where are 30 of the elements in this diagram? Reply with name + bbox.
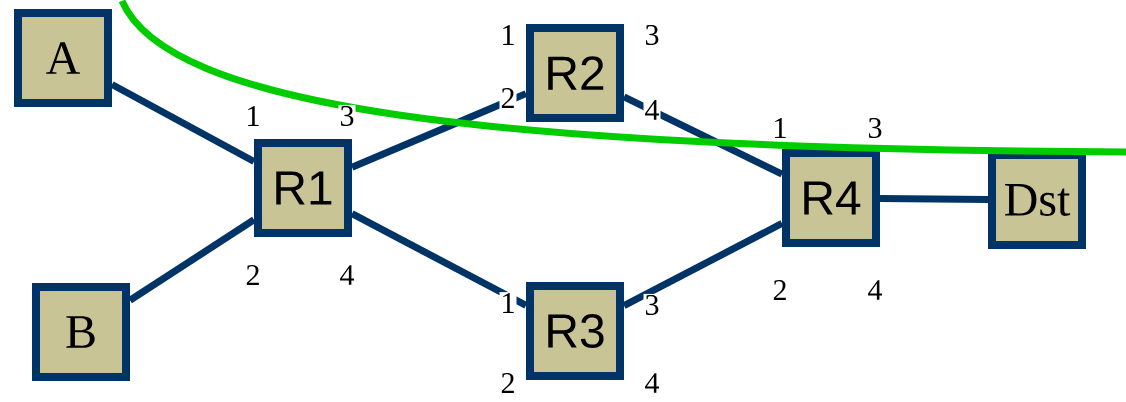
port-number: 4 xyxy=(643,99,661,121)
port-number: 1 xyxy=(244,105,262,127)
port-number: 2 xyxy=(244,264,262,286)
port-number: 2 xyxy=(771,279,789,301)
router-box: B xyxy=(32,283,130,381)
link-line xyxy=(110,81,256,165)
link-line xyxy=(622,93,784,178)
router-box: A xyxy=(14,9,112,107)
port-number: 2 xyxy=(499,87,517,109)
link-line xyxy=(350,210,528,309)
router-box: R3 xyxy=(526,282,624,380)
router-box: R2 xyxy=(526,24,624,122)
port-number: 4 xyxy=(866,279,884,301)
router-box: R1 xyxy=(254,139,352,237)
router-box: Dst xyxy=(988,151,1086,249)
port-number: 4 xyxy=(338,264,356,286)
port-number: 3 xyxy=(866,116,884,140)
link-line xyxy=(879,194,989,203)
port-number: 4 xyxy=(643,372,661,394)
link-line xyxy=(350,90,528,171)
path-curve xyxy=(119,0,1126,156)
link-line xyxy=(128,216,256,304)
port-number: 2 xyxy=(499,372,517,394)
port-number: 1 xyxy=(771,117,789,139)
router-box: R4 xyxy=(782,149,880,247)
link-line xyxy=(622,220,784,309)
port-number: 1 xyxy=(499,24,517,46)
port-number: 3 xyxy=(643,293,661,317)
port-number: 1 xyxy=(499,292,517,314)
port-number: 3 xyxy=(643,23,661,47)
